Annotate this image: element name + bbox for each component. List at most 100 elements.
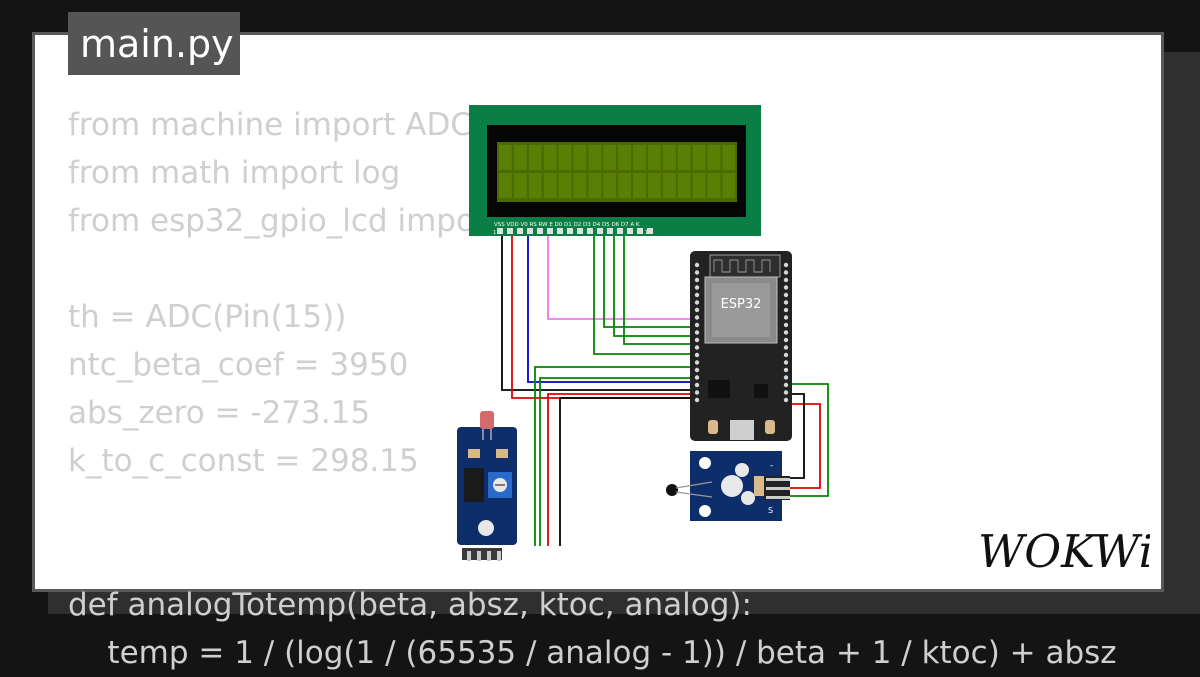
lcd-char-cell: [499, 145, 512, 170]
wire-green: [623, 236, 697, 345]
lcd-char-cell: [648, 145, 661, 170]
lcd-char-cell: [588, 145, 602, 170]
lcd-display[interactable]: VSS VDD V0 RS RW E D0 D1 D2 D3 D4 D5 D6 …: [469, 105, 761, 236]
code-line: from math import log: [68, 155, 401, 191]
lcd-char-cell: [677, 145, 691, 170]
wire-green: [539, 377, 697, 546]
esp32-pin: [694, 277, 700, 283]
esp32-label: ESP32: [721, 297, 762, 312]
lcd-char-cell: [543, 145, 557, 170]
wokwi-logo: WOKWi: [978, 525, 1150, 577]
lcd-char-cell: [618, 173, 631, 198]
esp32-board[interactable]: ESP32: [690, 251, 792, 441]
wire-green: [613, 236, 697, 337]
file-tab[interactable]: main.py: [68, 12, 240, 75]
lcd-pin: [547, 228, 553, 234]
esp32-pin: [783, 277, 789, 283]
esp32-pin: [783, 352, 789, 358]
esp32-pin: [694, 375, 700, 380]
lcd-pin: [587, 228, 593, 234]
lcd-char-cell: [677, 173, 691, 198]
lcd-char-cell: [558, 145, 572, 170]
esp32-pin: [783, 375, 789, 380]
esp32-pin: [694, 330, 700, 335]
esp32-pin: [694, 397, 700, 403]
lcd-char-cell: [573, 145, 587, 170]
lcd-char-cell: [692, 145, 706, 170]
lcd-char-cell: [633, 173, 646, 198]
esp32-pin: [783, 262, 789, 268]
ntc-sensor-module[interactable]: - S: [666, 451, 790, 521]
lcd-char-cell: [662, 145, 676, 170]
lcd-pin: [617, 228, 623, 234]
lcd-pin: [577, 228, 583, 234]
lcd-char-cell: [662, 173, 676, 198]
lcd-pin-header: [497, 228, 653, 234]
esp32-pin: [694, 367, 700, 373]
esp32-pin: [783, 307, 789, 313]
ntc-pin-minus: -: [770, 461, 773, 471]
wire-black: [501, 236, 697, 391]
lcd-pin-first: 1: [493, 230, 496, 236]
lcd-char-cell: [722, 145, 736, 170]
lcd-char-cell: [707, 173, 721, 198]
lcd-pin-labels: VSS VDD V0 RS RW E D0 D1 D2 D3 D4 D5 D6 …: [494, 222, 640, 228]
esp32-pin: [783, 292, 789, 298]
esp32-pin: [694, 322, 700, 328]
esp32-pin: [783, 300, 789, 305]
esp32-pin: [694, 315, 700, 320]
esp32-pin: [694, 285, 700, 290]
lcd-pin: [647, 228, 653, 234]
ntc-pin-signal: S: [768, 506, 773, 515]
lcd-char-cell: [618, 145, 631, 170]
esp32-pin: [783, 337, 789, 343]
esp32-pin: [694, 337, 700, 343]
lcd-char-cell: [692, 173, 706, 198]
esp32-pin: [783, 285, 789, 290]
lcd-pin: [597, 228, 603, 234]
lcd-char-cell: [513, 173, 527, 198]
esp32-pin: [694, 345, 700, 350]
lcd-char-cell: [588, 173, 602, 198]
lcd-pin: [637, 228, 643, 234]
code-line: def analogTotemp(beta, absz, ktoc, analo…: [68, 587, 752, 623]
code-line: abs_zero = -273.15: [68, 395, 371, 431]
ldr-module[interactable]: [457, 411, 517, 561]
lcd-pin: [627, 228, 633, 234]
esp32-pin: [694, 390, 700, 395]
lcd-pin: [567, 228, 573, 234]
esp32-pin: [783, 382, 789, 388]
esp32-pin: [783, 270, 789, 275]
lcd-pin: [557, 228, 563, 234]
lcd-pin: [517, 228, 523, 234]
lcd-char-cell: [499, 173, 512, 198]
code-line: ntc_beta_coef = 3950: [68, 347, 409, 383]
esp32-pin: [694, 270, 700, 275]
thermistor-bead: [666, 484, 678, 496]
esp32-pin: [783, 367, 789, 373]
esp32-pin: [783, 330, 789, 335]
lcd-char-cell: [558, 173, 572, 198]
lcd-pin: [607, 228, 613, 234]
esp32-pin-headers: [694, 262, 789, 403]
circuit-diagram: VSS VDD V0 RS RW E D0 D1 D2 D3 D4 D5 D6 …: [457, 105, 829, 561]
lcd-char-grid: [499, 145, 736, 198]
wire-blue: [527, 236, 697, 383]
lcd-char-cell: [513, 145, 527, 170]
code-line: temp = 1 / (log(1 / (65535 / analog - 1)…: [68, 635, 1117, 671]
wire-green: [534, 366, 697, 546]
esp32-pin: [783, 345, 789, 350]
esp32-pin: [694, 307, 700, 313]
lcd-char-cell: [528, 145, 542, 170]
lcd-pin: [527, 228, 533, 234]
esp32-pin: [694, 360, 700, 365]
lcd-char-cell: [603, 145, 617, 170]
wire-green: [603, 236, 697, 328]
lcd-char-cell: [707, 145, 721, 170]
esp32-pin: [783, 390, 789, 395]
esp32-pin: [694, 352, 700, 358]
wires: [501, 236, 829, 546]
wire-red: [547, 393, 697, 546]
lcd-char-cell: [722, 173, 736, 198]
code-line: th = ADC(Pin(15)): [68, 299, 347, 335]
